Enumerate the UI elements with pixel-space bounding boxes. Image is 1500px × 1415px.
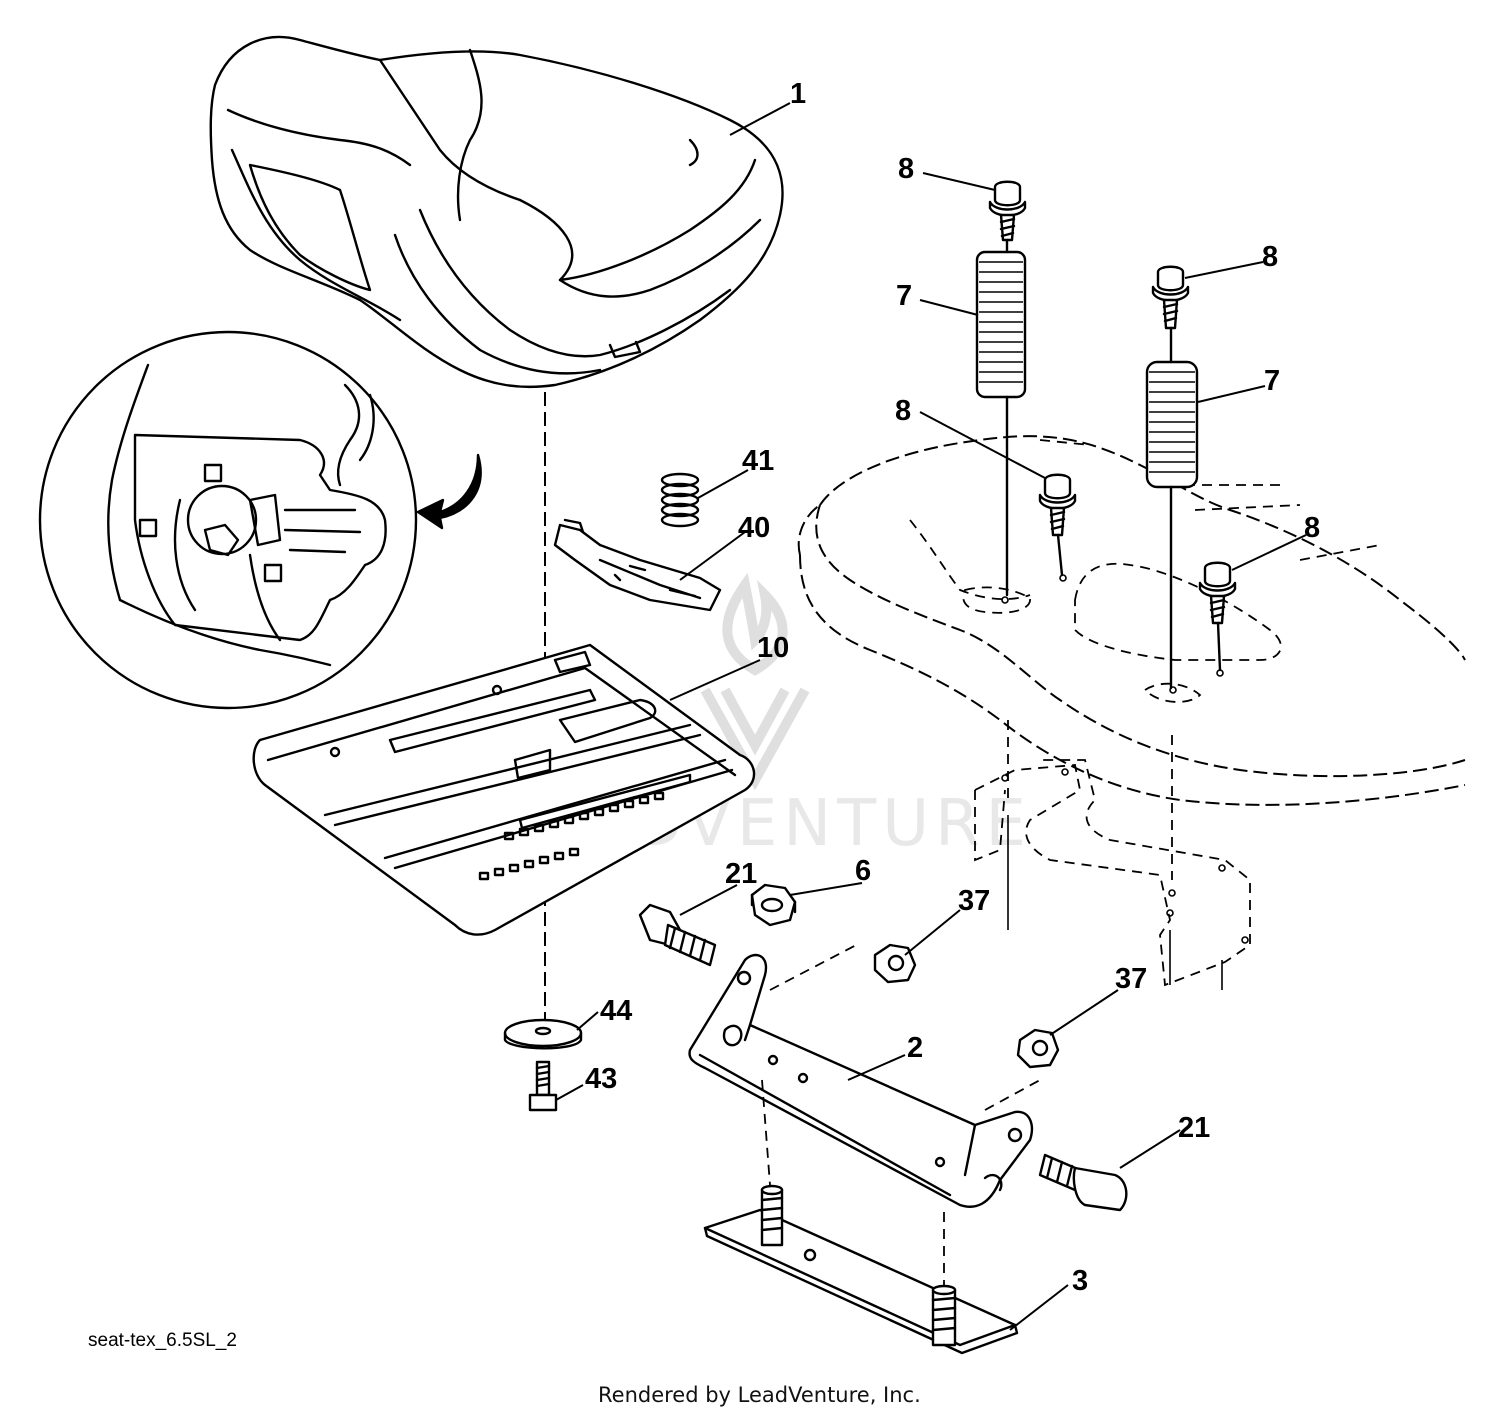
frame-guide-lines xyxy=(1007,720,1223,990)
bolt-21-left[interactable] xyxy=(638,903,717,967)
callout-8-top-left: 8 xyxy=(898,153,914,185)
callout-8-top-right: 8 xyxy=(1262,241,1278,273)
callout-10: 10 xyxy=(757,632,789,664)
bolt-line-2 xyxy=(1216,621,1222,672)
bolt-21-right[interactable] xyxy=(1038,1153,1128,1212)
seat-pan-10-part[interactable] xyxy=(252,643,756,936)
spring-7-right[interactable] xyxy=(1145,360,1199,489)
screw-43-part[interactable] xyxy=(528,1060,558,1112)
spring-41-part[interactable] xyxy=(660,472,700,528)
callout-7-right: 7 xyxy=(1264,365,1280,397)
render-footer: Rendered by LeadVenture, Inc. xyxy=(598,1383,921,1407)
callout-21-right: 21 xyxy=(1178,1112,1210,1144)
callout-40: 40 xyxy=(738,512,770,544)
washer-44-part[interactable] xyxy=(503,1018,583,1050)
plate-3-part[interactable] xyxy=(703,1184,1019,1355)
callout-6: 6 xyxy=(855,855,871,887)
nut-6-part[interactable] xyxy=(750,883,797,927)
bolt-8-right-lower[interactable] xyxy=(1198,561,1237,625)
callout-2: 2 xyxy=(907,1032,923,1064)
bolt-8-left-lower[interactable] xyxy=(1038,473,1077,537)
diagram-caption: seat-tex_6.5SL_2 xyxy=(88,1330,237,1351)
callout-37-lower: 37 xyxy=(1115,963,1147,995)
spring-7-left[interactable] xyxy=(975,250,1027,399)
callout-1: 1 xyxy=(790,78,806,110)
leader-lines xyxy=(555,102,1307,1331)
callout-8-mid-left: 8 xyxy=(895,395,911,427)
detail-view xyxy=(38,330,482,710)
callout-41: 41 xyxy=(742,445,774,477)
callout-43: 43 xyxy=(585,1063,617,1095)
nut-37-lower[interactable] xyxy=(1016,1028,1060,1069)
seat-part[interactable] xyxy=(209,35,784,389)
bracket-2-part[interactable] xyxy=(688,953,1034,1208)
callout-7-left: 7 xyxy=(896,280,912,312)
bolt-line xyxy=(1056,533,1064,577)
callout-21-left: 21 xyxy=(725,858,757,890)
mower-frame-outline xyxy=(797,435,1466,987)
bolt-8-right-upper[interactable] xyxy=(1151,265,1190,330)
callout-8-mid-right: 8 xyxy=(1304,512,1320,544)
callout-44: 44 xyxy=(600,995,632,1027)
latch-40-part[interactable] xyxy=(553,518,722,612)
callout-37-upper: 37 xyxy=(958,885,990,917)
bolt-8-left-upper[interactable] xyxy=(988,180,1027,242)
callout-3: 3 xyxy=(1072,1265,1088,1297)
